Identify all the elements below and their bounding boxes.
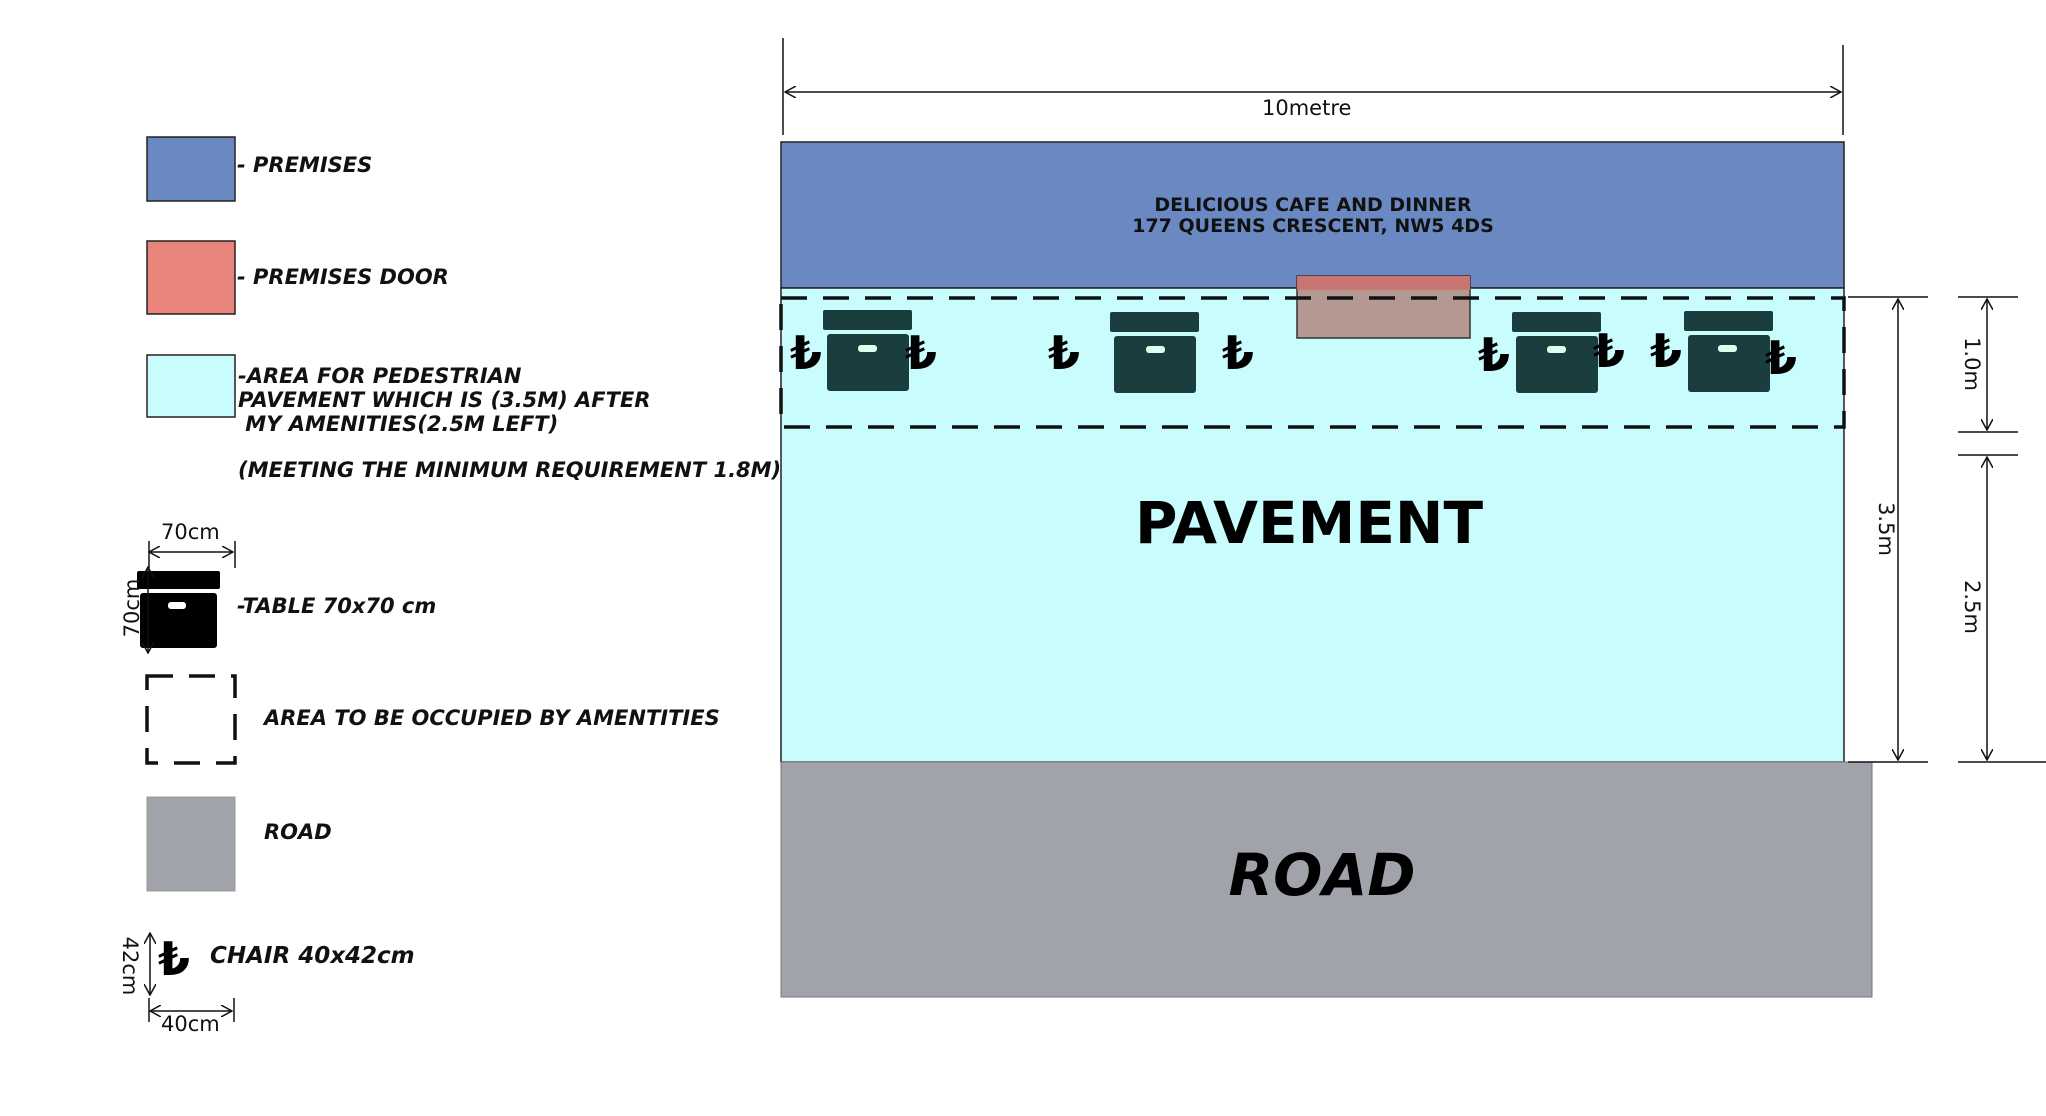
amenities-depth-dimension [1958, 296, 2018, 433]
legend-chair-icon: ₺ [158, 932, 191, 986]
legend-premises-label: - PREMISES [237, 153, 373, 177]
plan-chair: ₺ [1650, 324, 1683, 378]
plan-chair: ₺ [1478, 328, 1511, 382]
legend-pavement-line: -AREA FOR PEDESTRIAN [238, 364, 522, 388]
legend-road-label: ROAD [264, 820, 332, 844]
legend-chair-label: CHAIR 40x42cm [210, 943, 415, 969]
amenities-area [779, 296, 1846, 429]
legend-table-label: -TABLE 70x70 cm [237, 594, 437, 618]
plan-chair: ₺ [790, 326, 823, 380]
plan-table [1512, 312, 1601, 393]
legend-pavement-label: -AREA FOR PEDESTRIAN PAVEMENT WHICH IS (… [238, 364, 650, 436]
legend-pavement-line: MY AMENITIES(2.5M LEFT) [238, 412, 559, 436]
premises-door [1296, 275, 1471, 339]
legend-table-dimensions [148, 541, 236, 653]
premises-address: 177 QUEENS CRESCENT, NW5 4DS [1132, 215, 1494, 237]
legend-pavement-note: (MEETING THE MINIMUM REQUIREMENT 1.8M) [238, 458, 782, 482]
legend-premises-swatch [146, 136, 236, 202]
plan-chair: ₺ [1593, 324, 1626, 378]
road-label: ROAD [1228, 841, 1416, 909]
legend-chair-height-label: 42cm [118, 936, 142, 996]
legend-chair-dimensions [149, 933, 235, 1022]
legend-door-label: - PREMISES DOOR [237, 265, 449, 289]
premises-block [780, 141, 1845, 289]
legend-amenities-label: AREA TO BE OCCUPIED BY AMENTITIES [264, 706, 720, 730]
legend-amenities-swatch [145, 674, 237, 765]
plan-table [1684, 311, 1773, 392]
legend-table-icon [137, 571, 220, 648]
width-dimension-line [782, 38, 1844, 135]
plan-chair: ₺ [1048, 326, 1081, 380]
legend-table-width-label: 70cm [161, 520, 220, 544]
pavement-label: PAVEMENT [1134, 489, 1484, 557]
road-area [780, 761, 1873, 998]
legend-pavement-swatch [146, 354, 236, 418]
legend-door-swatch [146, 240, 236, 315]
dim-total-label: 3.5m [1874, 502, 1898, 556]
remaining-depth-dimension [1958, 454, 2046, 763]
pavement-depth-dimension [1848, 296, 1928, 763]
legend-pavement-line: PAVEMENT WHICH IS (3.5M) AFTER [238, 388, 651, 412]
dim-remaining-label: 2.5m [1960, 580, 1984, 634]
premises-title: DELICIOUS CAFE AND DINNER 177 QUEENS CRE… [1050, 195, 1576, 237]
plan-chair: ₺ [1222, 326, 1255, 380]
plan-table [823, 310, 912, 391]
plan-chair: ₺ [1765, 331, 1798, 385]
plan-table [1110, 312, 1199, 393]
legend-road-swatch [146, 796, 236, 892]
plan-chair: ₺ [905, 326, 938, 380]
legend-table-height-label: 70cm [120, 578, 144, 638]
plan-width-label: 10metre [1262, 96, 1352, 120]
legend-chair-width-label: 40cm [161, 1012, 220, 1036]
dim-amenities-label: 1.0m [1960, 337, 1984, 391]
premises-name: DELICIOUS CAFE AND DINNER [1154, 194, 1472, 216]
